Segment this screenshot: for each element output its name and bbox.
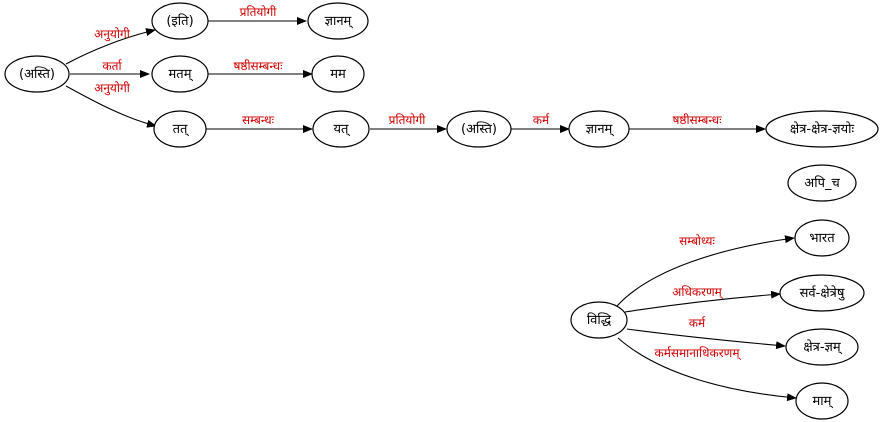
edge-label-tat-yat: सम्बन्धः <box>242 113 275 127</box>
edge-label-asti2-jnanam2: कर्म <box>533 113 550 127</box>
node-bharata: भारत <box>794 219 850 257</box>
node-label: भारत <box>809 231 835 246</box>
node-label: (इति) <box>166 13 193 29</box>
node-tat: तत् <box>153 110 207 148</box>
node-label: क्षेत्र-ज्ञम् <box>803 339 842 355</box>
node-jnanam-top: ज्ञानम् <box>307 2 369 40</box>
edge-viddhi-mam <box>617 337 797 402</box>
edge-labels: अनुयोगी कर्ता अनुयोगी प्रतियोगी षष्ठीसम्… <box>94 5 741 361</box>
node-label: (अस्ति) <box>19 66 55 82</box>
node-label: विद्धि <box>587 312 612 328</box>
edge-label-iti-jnanam1: प्रतियोगी <box>240 5 278 19</box>
node-yat: यत् <box>312 110 370 148</box>
node-ksetra-ksetra-jnayoh: क्षेत्र-क्षेत्र-ज्ञयोः <box>765 110 879 148</box>
node-matam: मतम् <box>151 55 209 93</box>
edge-viddhi-ksetrajnam <box>626 328 786 350</box>
edge-viddhi-sarva <box>624 290 781 313</box>
edge-label-viddhi-mam: कर्मसमानाधिकरणम् <box>654 346 741 361</box>
node-asti-root: (अस्ति) <box>4 55 70 93</box>
node-jnanam-second: ज्ञानम् <box>568 110 630 148</box>
node-label: अपि_च <box>804 175 840 191</box>
node-label: मम <box>330 67 346 82</box>
edge-label-asti1-tat: अनुयोगी <box>94 81 131 96</box>
node-label: क्षेत्र-क्षेत्र-ज्ञयोः <box>790 121 855 137</box>
edge-viddhi-bharata <box>616 235 795 307</box>
node-label: यत् <box>334 122 351 137</box>
node-mam: माम् <box>795 382 849 420</box>
edge-label-viddhi-ksetrajnam: कर्म <box>689 316 706 330</box>
node-label: मतम् <box>169 67 194 82</box>
node-api-ca: अपि_च <box>787 164 857 202</box>
edge-label-asti1-iti: अनुयोगी <box>94 27 131 42</box>
edge-label-asti1-matam: कर्ता <box>102 59 122 73</box>
node-mama: मम <box>311 55 365 93</box>
edge-label-viddhi-sarva: अधिकरणम् <box>672 285 724 300</box>
edge-label-yat-asti2: प्रतियोगी <box>389 113 427 127</box>
edge-asti1-tat <box>65 85 157 128</box>
node-ksetra-jnam: क्षेत्र-ज्ञम् <box>785 328 859 366</box>
node-label: (अस्ति) <box>461 121 497 137</box>
node-label: ज्ञानम् <box>325 14 354 29</box>
edge-label-jnanam2-ksetra: षष्ठीसम्बन्धः <box>672 113 722 127</box>
node-viddhi: विद्धि <box>570 301 628 339</box>
edge-asti1-iti <box>65 28 156 65</box>
edge-label-viddhi-bharata: सम्बोध्यः <box>679 234 715 248</box>
edges <box>65 17 797 402</box>
node-label: तत् <box>173 122 190 137</box>
node-asti-second: (अस्ति) <box>446 110 512 148</box>
node-label: सर्व-क्षेत्रेषु <box>800 285 846 301</box>
node-sarva-ksetresu: सर्व-क्षेत्रेषु <box>779 274 865 312</box>
edge-label-matam-mama: षष्ठीसम्बन्धः <box>233 59 283 73</box>
node-iti: (इति) <box>151 2 209 40</box>
node-label: ज्ञानम् <box>586 122 615 137</box>
nodes: (अस्ति) (इति) ज्ञानम् मतम् मम तत् यत् ( <box>4 2 879 420</box>
node-label: माम् <box>813 394 834 409</box>
